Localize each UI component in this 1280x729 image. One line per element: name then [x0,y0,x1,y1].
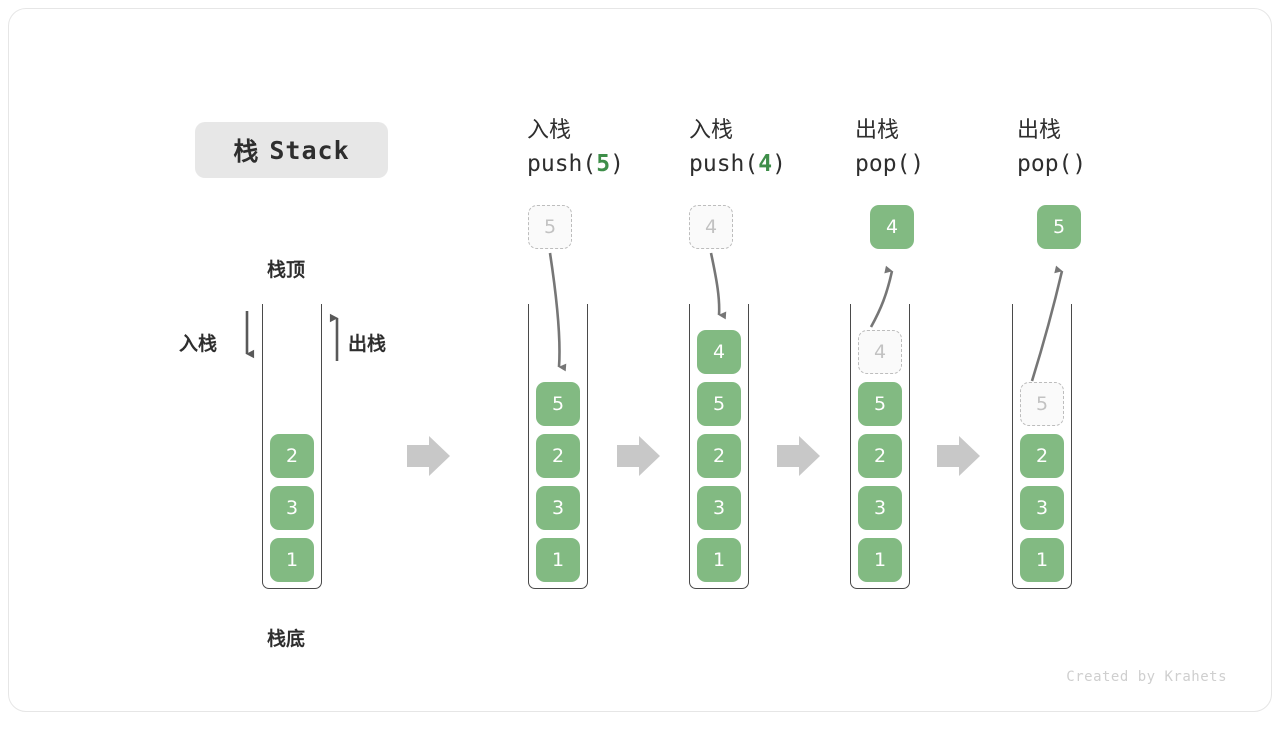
op-header-pop-1: 出栈 pop() [855,115,1025,181]
stack-cell: 2 [270,434,314,478]
op-header-pop-2: 出栈 pop() [1017,115,1187,181]
stack-cell: 3 [270,486,314,530]
floating-element: 4 [689,205,733,249]
stack-cell: 1 [858,538,902,582]
stack-cell: 1 [270,538,314,582]
separator-arrow [777,436,820,476]
footer-credit: Created by Krahets [1066,669,1227,685]
op-code-suffix: ) [772,151,786,177]
op-code-prefix: pop( [1017,151,1073,177]
floating-element: 5 [1037,205,1081,249]
stack-cell-removed: 4 [858,330,902,374]
stack-cell: 5 [858,382,902,426]
separator-arrow [617,436,660,476]
op-code-prefix: push( [689,151,759,177]
stack-cell: 5 [697,382,741,426]
op-code-prefix: pop( [855,151,911,177]
stack-cell: 3 [697,486,741,530]
op-label-cn: 入栈 [527,118,572,143]
stack-cell: 2 [858,434,902,478]
stack-cell: 1 [1020,538,1064,582]
stack-cell: 3 [858,486,902,530]
op-code-suffix: ) [1072,151,1087,177]
diagram-title: 栈 Stack [195,122,388,178]
stack-cell: 2 [697,434,741,478]
stack-cell: 1 [536,538,580,582]
op-label-code: push(5) [527,147,697,181]
label-pop-side: 出栈 [348,333,387,355]
floating-element: 4 [870,205,914,249]
stack-cell: 3 [1020,486,1064,530]
op-label-cn: 出栈 [855,118,900,143]
stack-cell: 2 [536,434,580,478]
diagram-card: 栈 Stack 栈顶 栈底 入栈 出栈 入栈 push(5) 入栈 push(4… [8,8,1272,712]
op-label-code: pop() [1017,147,1187,181]
stack-cell: 4 [697,330,741,374]
stack-container [528,304,588,589]
separator-arrow [407,436,450,476]
stack-container [1012,304,1072,589]
op-code-suffix: ) [910,151,925,177]
stack-cell: 2 [1020,434,1064,478]
op-code-arg: 5 [596,151,611,177]
op-code-arg: 4 [758,151,773,177]
stack-cell: 3 [536,486,580,530]
separator-arrow [937,436,980,476]
label-push-side: 入栈 [179,333,218,355]
op-label-cn: 入栈 [689,118,734,143]
stack-container [850,304,910,589]
op-header-push-4: 入栈 push(4) [689,115,859,181]
label-stack-bottom: 栈底 [267,628,306,650]
label-stack-top: 栈顶 [267,259,306,281]
stack-cell: 1 [697,538,741,582]
stack-container [689,304,749,589]
op-code-suffix: ) [610,151,624,177]
op-label-cn: 出栈 [1017,118,1062,143]
stack-cell-removed: 5 [1020,382,1064,426]
title-cn: 栈 [233,137,260,166]
title-en: Stack [269,135,350,165]
op-code-prefix: push( [527,151,597,177]
op-label-code: push(4) [689,147,859,181]
op-label-code: pop() [855,147,1025,181]
floating-element: 5 [528,205,572,249]
op-header-push-5: 入栈 push(5) [527,115,697,181]
stack-cell: 5 [536,382,580,426]
stack-container [262,304,322,589]
